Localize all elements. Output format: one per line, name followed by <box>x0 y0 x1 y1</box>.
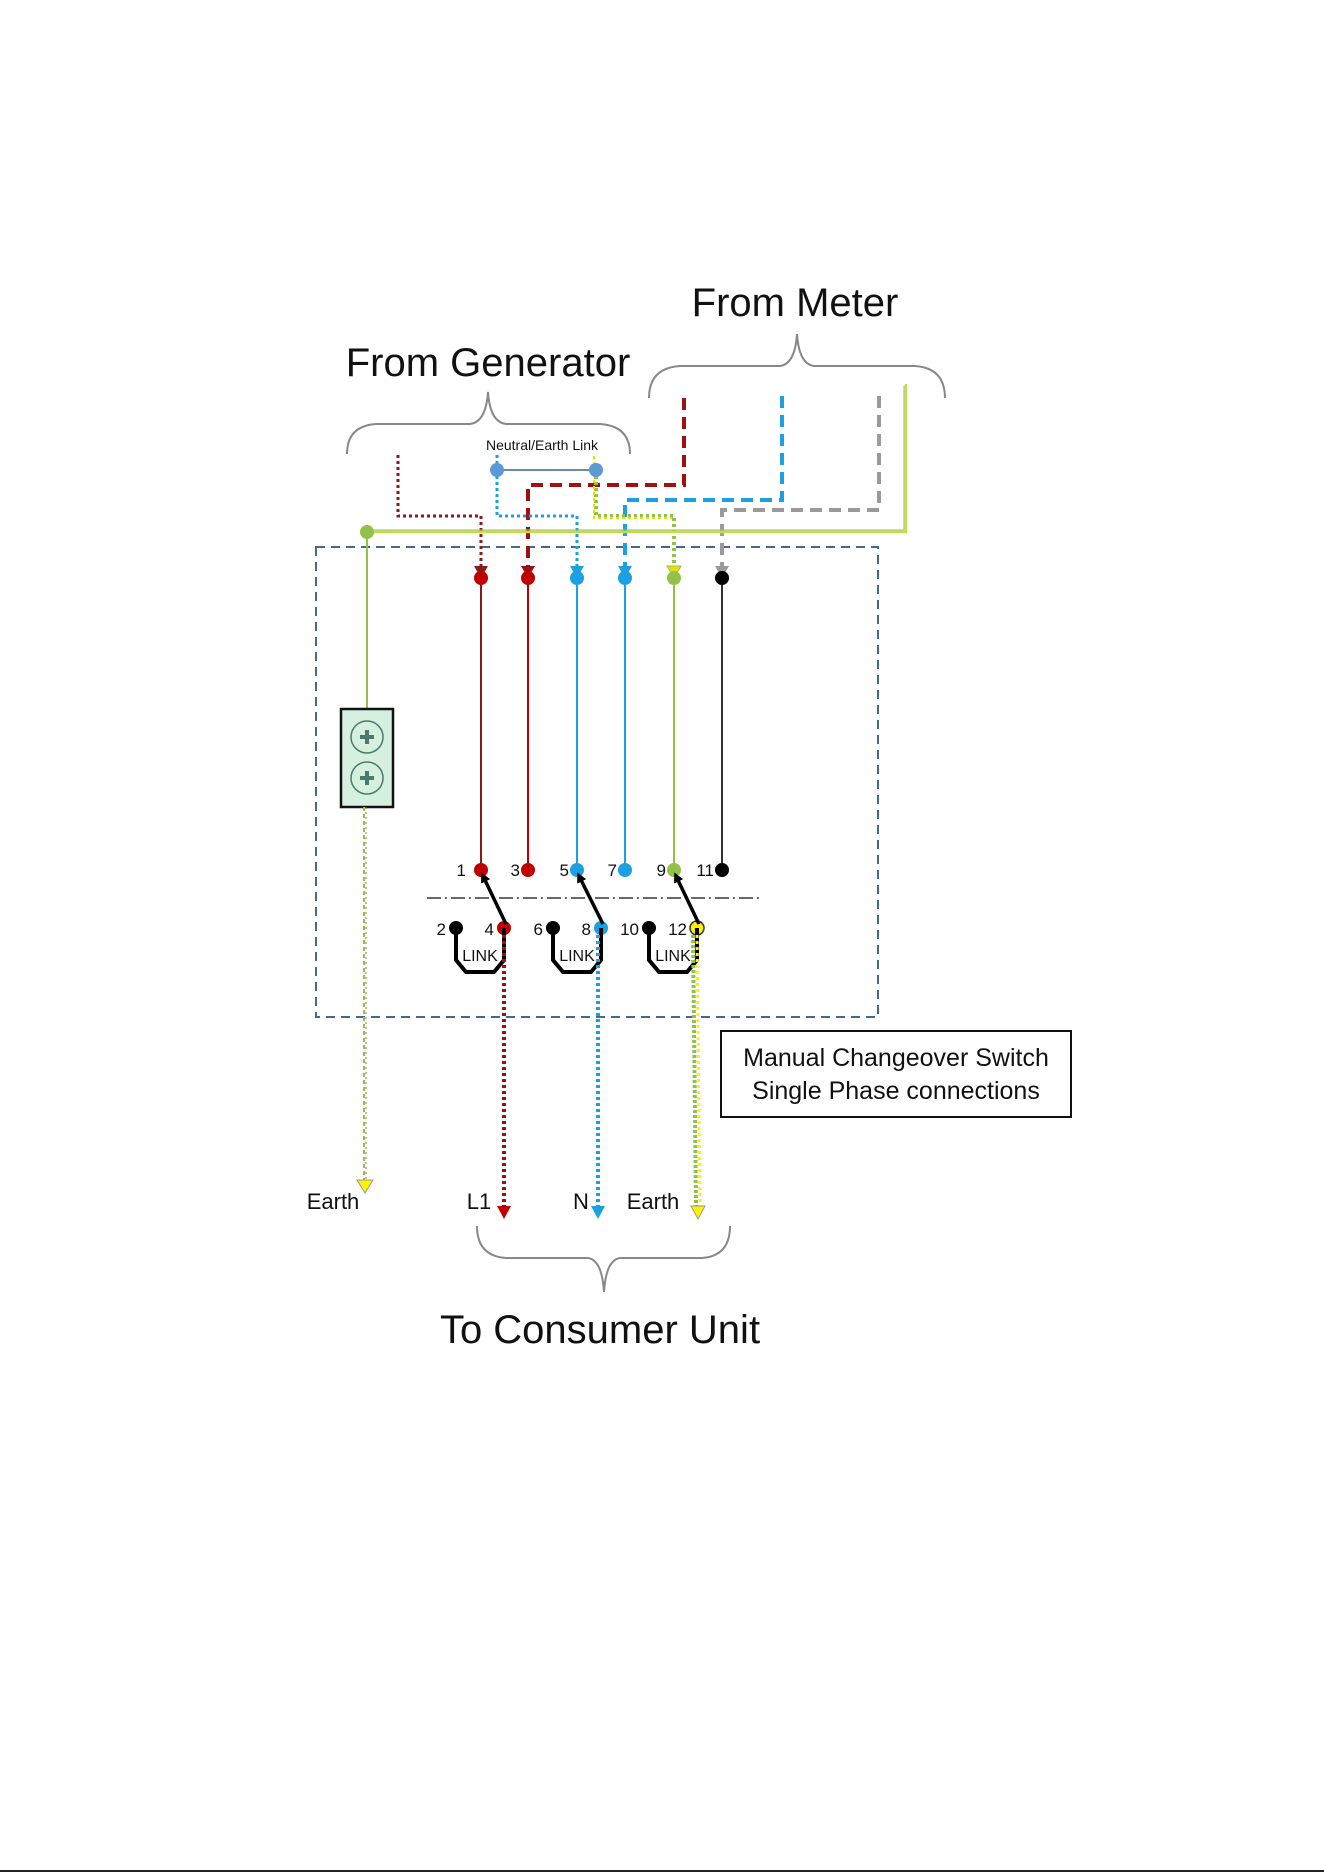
to-consumer-unit-title: To Consumer Unit <box>440 1308 760 1352</box>
meter-earth-wire-inner <box>367 386 904 530</box>
terminal-2-label: 2 <box>437 920 446 939</box>
arrowhead-icon <box>591 1206 605 1219</box>
terminal-5-label: 5 <box>560 861 569 880</box>
terminal-8-label: 8 <box>582 920 591 939</box>
neutral-earth-link-label: Neutral/Earth Link <box>486 437 599 453</box>
to-consumer-unit-brace <box>477 1226 730 1292</box>
terminal-9-dot <box>667 863 681 877</box>
link-2-label: LINK <box>559 948 595 965</box>
terminal-7-label: 7 <box>608 861 617 880</box>
terminal-9-label: 9 <box>657 861 666 880</box>
earth-terminal-block-icon <box>341 709 393 807</box>
switch-arm-l1 <box>483 876 506 924</box>
arrowhead-icon <box>357 1180 373 1193</box>
from-meter-brace <box>649 334 945 398</box>
input-terminal-dot <box>618 571 632 585</box>
l1-label: L1 <box>467 1189 491 1214</box>
terminal-4-label: 4 <box>485 920 494 939</box>
earth-left-label: Earth <box>307 1189 360 1214</box>
meter-neutral-wire <box>625 396 782 568</box>
arrowhead-icon <box>691 1206 705 1219</box>
terminal-1-dot <box>474 863 488 877</box>
input-terminal-dot <box>667 571 681 585</box>
terminal-5-dot <box>570 863 584 877</box>
switch-arm-earth <box>676 876 699 924</box>
info-box-line-2: Single Phase connections <box>752 1077 1040 1105</box>
output-earth-wire-green <box>693 935 696 1206</box>
link-3-label: LINK <box>655 948 691 965</box>
terminal-10-label: 10 <box>620 920 639 939</box>
neutral-earth-dot-left <box>490 463 504 477</box>
input-terminal-dot <box>474 571 488 585</box>
input-terminal-dot <box>521 571 535 585</box>
meter-grey-wire <box>722 396 879 568</box>
gen-live-wire <box>398 455 481 568</box>
input-terminal-dot <box>715 571 729 585</box>
terminal-11-label: 11 <box>696 861 714 880</box>
terminal-6-label: 6 <box>534 920 543 939</box>
arrowhead-icon <box>497 1206 511 1219</box>
terminal-7-dot <box>618 863 632 877</box>
input-terminal-dot <box>570 571 584 585</box>
terminal-1-label: 1 <box>457 861 466 880</box>
n-label: N <box>573 1189 589 1214</box>
switch-arm-n <box>579 876 603 924</box>
terminal-3-dot <box>521 863 535 877</box>
terminal-12-label: 12 <box>668 920 687 939</box>
meter-earth-wire <box>367 384 906 532</box>
link-1-label: LINK <box>462 948 498 965</box>
earth-right-label: Earth <box>627 1189 680 1214</box>
terminal-3-label: 3 <box>511 861 520 880</box>
from-meter-title: From Meter <box>692 281 899 325</box>
from-generator-title: From Generator <box>346 341 631 385</box>
terminal-11-dot <box>715 863 729 877</box>
gen-neutral-wire <box>497 455 577 568</box>
switch-enclosure <box>316 547 878 1017</box>
neutral-earth-dot-right <box>589 463 603 477</box>
info-box-line-1: Manual Changeover Switch <box>743 1044 1049 1072</box>
